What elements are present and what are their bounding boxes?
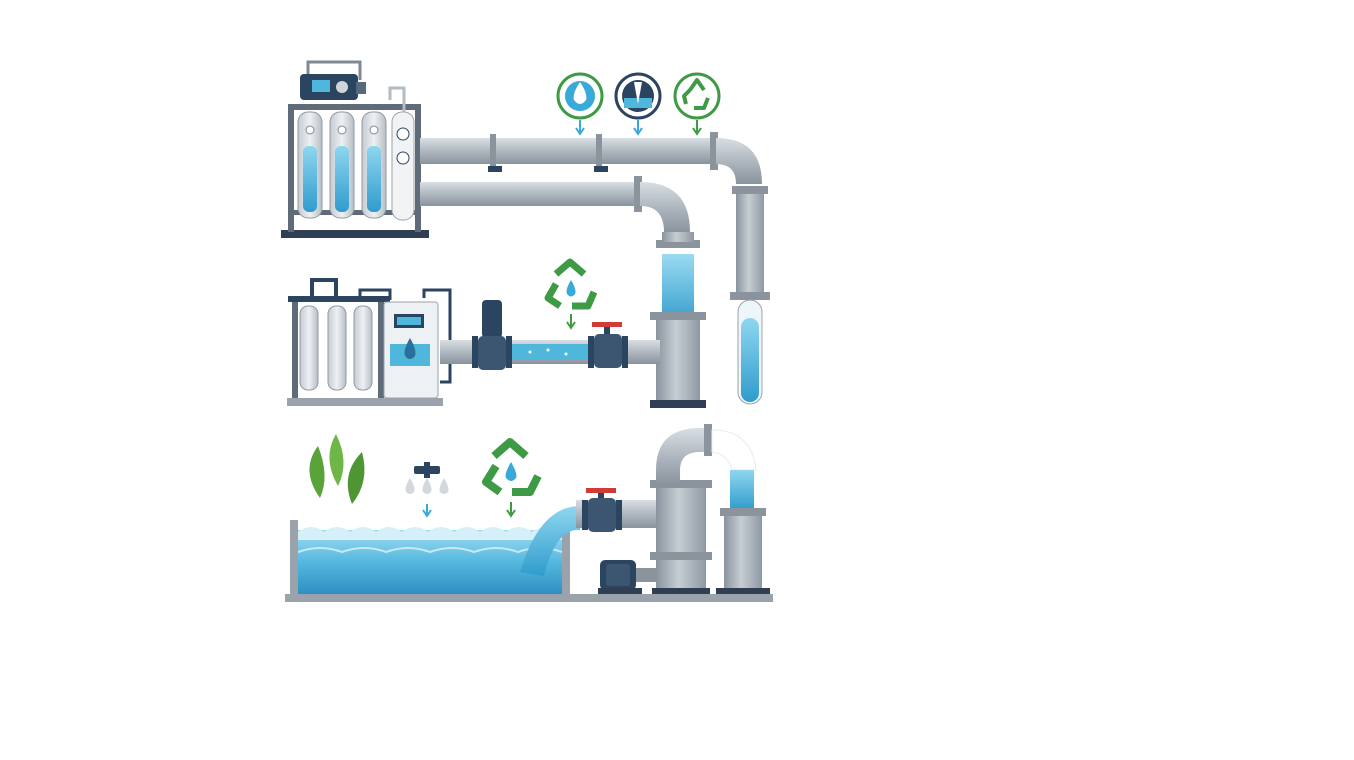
receiving-column bbox=[724, 516, 762, 592]
ro-membrane-housing bbox=[391, 111, 415, 221]
pipe-flange bbox=[656, 240, 700, 248]
riser-column bbox=[656, 484, 706, 592]
water-arc bbox=[711, 429, 757, 471]
faucet-drops-icon bbox=[405, 462, 449, 518]
pipe-flange bbox=[650, 480, 712, 488]
pipe-elbow bbox=[716, 138, 762, 184]
vertical-pipe bbox=[736, 194, 764, 292]
reverse-osmosis-unit bbox=[281, 60, 429, 238]
filter-base bbox=[287, 398, 443, 406]
outlet-pipework bbox=[576, 424, 770, 594]
transfer-pipe-line bbox=[440, 300, 660, 370]
filter-inlet bbox=[310, 278, 338, 296]
pipe-stub bbox=[662, 232, 694, 242]
middle-pipe-line bbox=[420, 176, 706, 408]
settling-column bbox=[656, 320, 700, 402]
ro-pump-gauge bbox=[336, 81, 348, 93]
pipe-support bbox=[488, 166, 502, 172]
leaves-icon bbox=[309, 434, 365, 504]
ro-frame-top bbox=[288, 104, 421, 110]
inflow-stream bbox=[520, 506, 580, 576]
basin-floor bbox=[285, 594, 773, 602]
gate-valve bbox=[588, 322, 628, 368]
basin-wall bbox=[562, 520, 570, 596]
basin-water bbox=[298, 530, 562, 594]
basin-wave bbox=[298, 527, 562, 540]
water-drop-icon bbox=[404, 338, 416, 359]
pipe-flange bbox=[730, 292, 770, 300]
pipe-elbow bbox=[640, 182, 690, 232]
pressure-gauge-circle-icon bbox=[614, 72, 662, 136]
collection-basin bbox=[285, 506, 773, 602]
pipe-flange bbox=[650, 552, 712, 560]
valve-handle bbox=[586, 488, 616, 493]
pipe-flange bbox=[596, 134, 602, 170]
pipe-flange bbox=[732, 186, 768, 194]
filtration-unit bbox=[287, 278, 452, 406]
ro-frame-base bbox=[281, 230, 429, 238]
valve-handle bbox=[592, 322, 622, 327]
filter-frame-top bbox=[288, 296, 390, 302]
ro-vessel bbox=[329, 111, 355, 219]
water-stream bbox=[730, 470, 754, 510]
sample-water bbox=[741, 318, 759, 402]
recycle-water-icon bbox=[544, 258, 598, 330]
pipe-elbow bbox=[656, 428, 706, 484]
pipe-flange bbox=[720, 508, 766, 516]
ro-pump-motor bbox=[356, 82, 366, 94]
ro-pump-pipe bbox=[306, 60, 362, 80]
filter-cartridge bbox=[327, 305, 347, 391]
pipe-support bbox=[594, 166, 608, 172]
recycle-water-icon bbox=[482, 438, 542, 518]
pipe-water-window bbox=[510, 344, 588, 360]
ro-frame-rail bbox=[288, 210, 421, 215]
filter-cartridge bbox=[353, 305, 373, 391]
recycle-circle-icon bbox=[673, 72, 721, 136]
column-base bbox=[650, 400, 706, 408]
pipe-flange bbox=[650, 312, 706, 320]
ro-vessel bbox=[361, 111, 387, 219]
basin-wall bbox=[290, 520, 298, 596]
vertical-pump bbox=[472, 300, 512, 370]
water-stream bbox=[662, 254, 694, 314]
water-drop-circle-icon bbox=[556, 72, 604, 136]
ro-pump-display bbox=[312, 80, 330, 92]
upper-pipe-line bbox=[420, 132, 770, 405]
pump-motor bbox=[598, 560, 656, 594]
cabinet-pipe bbox=[422, 288, 452, 384]
pipe-flange bbox=[490, 134, 496, 170]
filter-cartridge bbox=[299, 305, 319, 391]
ro-vessel bbox=[297, 111, 323, 219]
ro-feed-pipe bbox=[388, 86, 406, 112]
pipe-flange bbox=[634, 176, 642, 212]
ro-frame-post bbox=[288, 104, 294, 232]
ro-frame-post bbox=[415, 104, 421, 232]
gate-valve bbox=[582, 488, 622, 532]
pipe-flange bbox=[710, 132, 718, 170]
pipe-flange bbox=[704, 424, 712, 456]
